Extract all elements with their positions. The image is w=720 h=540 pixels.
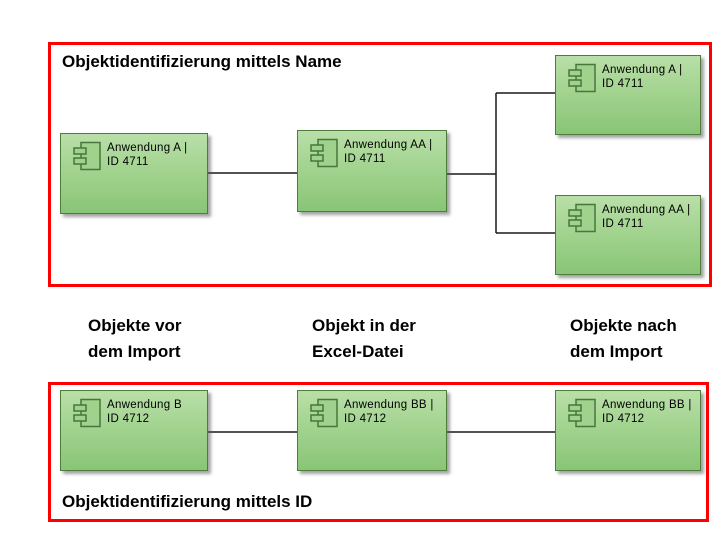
component-label: Anwendung B ID 4712 [107, 398, 182, 426]
component-id: ID 4712 [602, 413, 645, 425]
frame-identification-by-id: Objektidentifizierung mittels ID [48, 382, 709, 522]
component-id: ID 4711 [107, 156, 149, 168]
component-name: Anwendung BB | [602, 399, 692, 411]
column-label-object-in-excel-file: Objekt in der Excel-Datei [312, 316, 416, 361]
component-box-anwendung-aa-excel: Anwendung AA | ID 4711 [297, 130, 447, 212]
component-name: Anwendung BB | [344, 399, 434, 411]
frame-bottom-title: Objektidentifizierung mittels ID [62, 492, 313, 511]
component-id: ID 4711 [344, 153, 386, 165]
frame-top-title: Objektidentifizierung mittels Name [62, 52, 342, 71]
component-box-anwendung-a-after: Anwendung A | ID 4711 [555, 55, 701, 135]
component-name: Anwendung B [107, 399, 182, 411]
component-box-anwendung-bb-excel: Anwendung BB | ID 4712 [297, 390, 447, 471]
component-name: Anwendung AA | [602, 204, 691, 216]
uml-component-icon [73, 141, 102, 172]
component-name: Anwendung A | [602, 64, 683, 76]
component-name: Anwendung A | [107, 142, 188, 154]
uml-component-icon [568, 398, 597, 429]
component-id: ID 4711 [602, 218, 644, 230]
component-id: ID 4712 [344, 413, 387, 425]
component-box-anwendung-aa-after: Anwendung AA | ID 4711 [555, 195, 701, 275]
frame-identification-by-name: Objektidentifizierung mittels Name [48, 42, 712, 287]
column-label-objects-before-import: Objekte vor dem Import [88, 316, 182, 361]
uml-component-icon [310, 398, 339, 429]
component-label: Anwendung AA | ID 4711 [344, 138, 432, 166]
uml-component-icon [568, 203, 597, 234]
component-label: Anwendung BB | ID 4712 [344, 398, 434, 426]
component-id: ID 4712 [107, 413, 150, 425]
component-label: Anwendung A | ID 4711 [107, 141, 187, 169]
component-box-anwendung-bb-after: Anwendung BB | ID 4712 [555, 390, 701, 471]
component-name: Anwendung AA | [344, 139, 433, 151]
component-box-anwendung-b-before: Anwendung B ID 4712 [60, 390, 208, 471]
component-label: Anwendung BB | ID 4712 [602, 398, 692, 426]
component-id: ID 4711 [602, 78, 644, 90]
uml-component-icon [310, 138, 339, 169]
component-label: Anwendung A | ID 4711 [602, 63, 682, 91]
column-label-objects-after-import: Objekte nach dem Import [570, 316, 677, 361]
component-box-anwendung-a-before: Anwendung A | ID 4711 [60, 133, 208, 214]
component-label: Anwendung AA | ID 4711 [602, 203, 690, 231]
uml-component-icon [73, 398, 102, 429]
uml-component-icon [568, 63, 597, 94]
